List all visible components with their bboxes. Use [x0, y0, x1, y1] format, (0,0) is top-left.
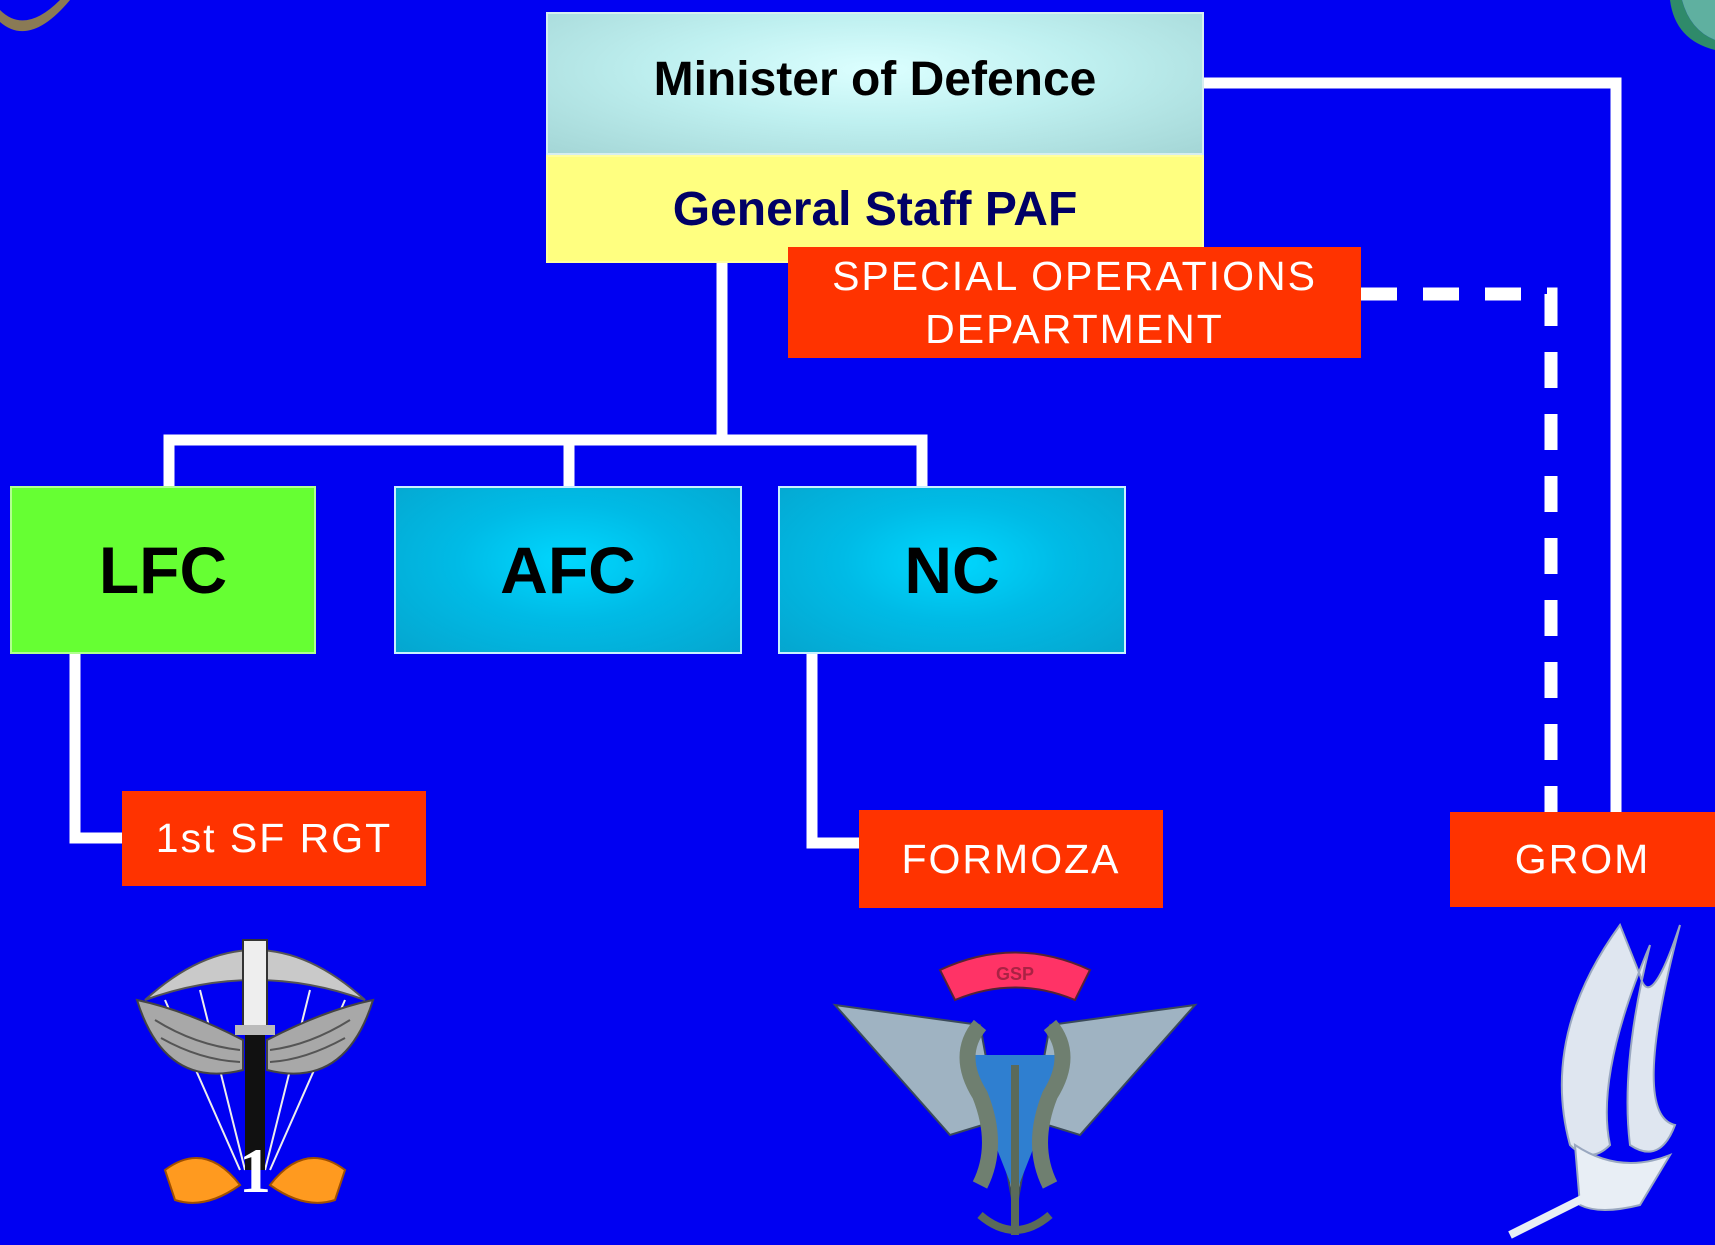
afc-box: AFC [394, 486, 742, 654]
formoza-label: FORMOZA [901, 835, 1121, 882]
lfc-label: LFC [98, 533, 228, 607]
connector-nc-formoza [806, 654, 859, 849]
sf-rgt-label: 1st SF RGT [155, 815, 393, 861]
lfc-box: LFC [10, 486, 316, 654]
grom-box: GROM [1450, 812, 1715, 907]
formoza-badge-icon: GSP [832, 951, 1198, 1235]
special-operations-department-box: SPECIAL OPERATIONS DEPARTMENT [788, 247, 1361, 358]
special-ops-label-line2: DEPARTMENT [925, 305, 1224, 352]
sf-rgt-badge-numeral: 1 [239, 1135, 271, 1206]
sf-rgt-badge-icon: 1 [135, 939, 375, 1206]
sf-rgt-box: 1st SF RGT [122, 791, 426, 886]
corner-emblem-top-right [1670, 0, 1715, 50]
grom-label: GROM [1514, 836, 1651, 882]
grom-eagle-icon [1508, 922, 1681, 1239]
formoza-box: FORMOZA [859, 810, 1163, 908]
formoza-badge-text: GSP [996, 964, 1034, 984]
special-ops-label-line1: SPECIAL OPERATIONS [832, 253, 1317, 300]
connector-horizontal-bus [163, 434, 928, 486]
connector-sod-grom-dashed [1361, 287, 1558, 812]
afc-label: AFC [500, 533, 636, 607]
corner-emblem-top-left [0, 0, 70, 32]
general-staff-box: General Staff PAF [546, 155, 1204, 263]
connector-lfc-sfrgt [69, 654, 122, 844]
minister-of-defence-box: Minister of Defence [546, 12, 1204, 155]
connector-minister-grom [1204, 77, 1622, 812]
nc-box: NC [778, 486, 1126, 654]
general-staff-label: General Staff PAF [672, 182, 1078, 236]
minister-label: Minister of Defence [653, 53, 1097, 106]
nc-label: NC [904, 533, 1000, 607]
